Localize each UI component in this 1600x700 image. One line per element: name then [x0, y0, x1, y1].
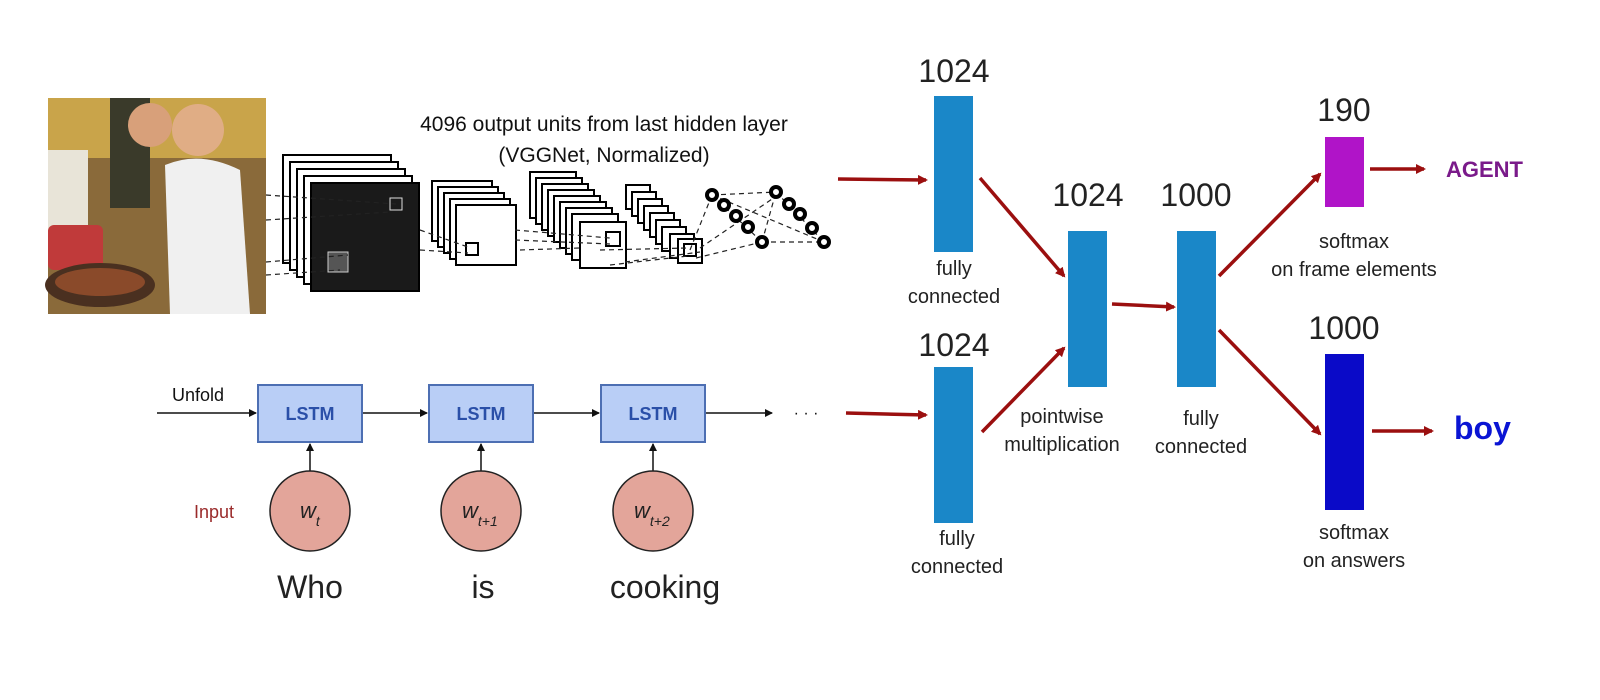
input-node: wt+2 cooking: [610, 443, 720, 605]
input-photo: [45, 98, 266, 314]
svg-text:wt+2: wt+2: [634, 498, 670, 529]
softmax-answer-layer: 1000 softmax on answers boy: [1303, 310, 1511, 572]
softmax-answer-label-line1: softmax: [1319, 522, 1389, 544]
fc-image-label-line1: fully: [936, 258, 972, 280]
input-subscript: t+2: [650, 513, 670, 529]
lstm-ellipsis: · · ·: [794, 405, 819, 422]
pointwise-layer: 1024 pointwise multiplication: [1004, 177, 1123, 456]
unfold-label: Unfold: [172, 385, 224, 405]
pointwise-label-line2: multiplication: [1004, 434, 1120, 456]
input-label: Input: [194, 502, 234, 522]
input-node: wt Who: [269, 443, 351, 605]
svg-text:wt+1: wt+1: [462, 498, 498, 529]
fc-image-layer: 1024 fully connected: [908, 53, 1000, 308]
pointwise-size: 1024: [1052, 177, 1123, 213]
lstm-cell-label: LSTM: [457, 404, 506, 424]
pointwise-label-line1: pointwise: [1020, 406, 1103, 428]
input-node: wt+1 is: [440, 443, 522, 605]
fc-joint-layer: 1000 fully connected: [1155, 177, 1247, 458]
softmax-answer-label-line2: on answers: [1303, 550, 1405, 572]
lstm-cell: LSTM: [257, 384, 363, 443]
cnn-caption-line2: (VGGNet, Normalized): [498, 144, 709, 167]
answer-output-boy: boy: [1454, 410, 1511, 446]
input-subscript: t: [316, 513, 321, 529]
softmax-answer-size: 1000: [1308, 310, 1379, 346]
question-word: Who: [277, 569, 343, 605]
softmax-frame-layer: 190 softmax on frame elements AGENT: [1271, 92, 1523, 281]
fc-question-label-line1: fully: [939, 528, 975, 550]
question-word: is: [471, 569, 494, 605]
cnn-feature-maps: [282, 154, 703, 292]
fc-joint-label-line2: connected: [1155, 436, 1247, 458]
fc-question-layer: 1024 fully connected: [911, 327, 1003, 578]
softmax-frame-label-line2: on frame elements: [1271, 259, 1437, 281]
softmax-frame-size: 190: [1317, 92, 1370, 128]
fc-image-label-line2: connected: [908, 286, 1000, 308]
lstm-cell: LSTM: [600, 384, 706, 443]
input-subscript: t+1: [478, 513, 498, 529]
flow-arrows: [837, 164, 1434, 436]
svg-text:wt: wt: [300, 498, 321, 529]
fc-joint-size: 1000: [1160, 177, 1231, 213]
fc-question-size: 1024: [918, 327, 989, 363]
question-word: cooking: [610, 569, 720, 605]
lstm-cell-label: LSTM: [629, 404, 678, 424]
frame-output-agent: AGENT: [1446, 157, 1524, 182]
input-symbol: w: [462, 498, 480, 523]
input-symbol: w: [634, 498, 652, 523]
fc-joint-label-line1: fully: [1183, 408, 1219, 430]
softmax-frame-label-line1: softmax: [1319, 231, 1389, 253]
lstm-chain: Unfold · · · LSTM LSTM LSTM Input wt Who: [157, 384, 819, 605]
lstm-cell-label: LSTM: [286, 404, 335, 424]
fc-question-label-line2: connected: [911, 556, 1003, 578]
fc-neurons: [705, 185, 831, 249]
cnn-caption-line1: 4096 output units from last hidden layer: [420, 113, 788, 136]
lstm-cell: LSTM: [428, 384, 534, 443]
input-symbol: w: [300, 498, 318, 523]
fc-image-size: 1024: [918, 53, 989, 89]
